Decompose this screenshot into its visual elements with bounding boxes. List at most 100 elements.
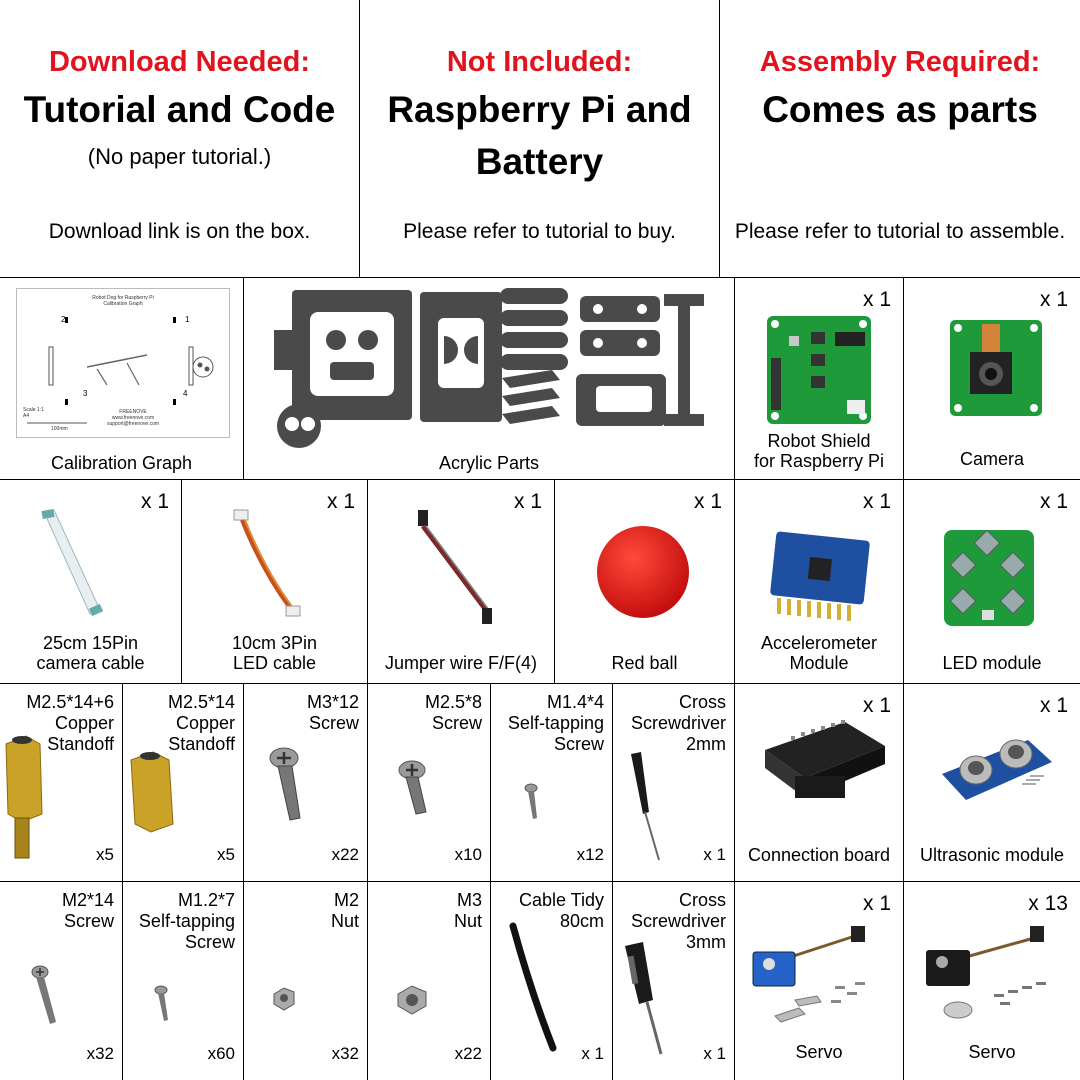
label-line3: 3mm	[686, 932, 726, 952]
banner-title-line1: Raspberry Pi and	[387, 89, 692, 130]
part-label: M1.2*7 Self-tapping Screw	[139, 890, 235, 953]
caption: Jumper wire F/F(4)	[384, 653, 537, 673]
cell-ultrasonic: x 1 Ultrasonic module	[904, 684, 1080, 882]
banner-heading: Assembly Required:	[759, 46, 1041, 78]
part-label: M1.4*4 Self-tapping Screw	[508, 692, 604, 755]
cell-screw-m3-12: M3*12 Screw x22	[244, 684, 368, 882]
quantity: x 1	[1039, 490, 1068, 513]
mark-3: 3	[83, 389, 88, 398]
banner-title: Comes as parts	[762, 89, 1038, 130]
label-line1: Cross	[678, 692, 726, 712]
label-line3: Standoff	[47, 734, 114, 754]
quantity: x 1	[513, 490, 542, 513]
screwdriver-icon	[625, 942, 663, 1055]
caption: Red ball	[611, 653, 678, 673]
screw-icon	[398, 760, 427, 815]
label-line3: Screw	[184, 932, 235, 952]
caption: LED module	[942, 653, 1042, 673]
caption: 10cm 3Pin LED cable	[182, 633, 367, 673]
caption-line1: 25cm 15Pin	[42, 633, 139, 653]
cable-tidy-icon	[509, 922, 557, 1052]
label-line1: M3*12	[306, 692, 359, 712]
count: x5	[96, 845, 114, 864]
label-line3: Standoff	[168, 734, 235, 754]
part-label: M2.5*14+6 Copper Standoff	[26, 692, 114, 755]
screw-icon	[269, 747, 301, 821]
label-line3: 2mm	[686, 734, 726, 754]
cell-screw-m12-7: M1.2*7 Self-tapping Screw x60	[123, 882, 244, 1080]
mark-1: 1	[185, 315, 190, 324]
cell-camera: x 1 Camera	[904, 278, 1080, 480]
label-line1: M2.5*8	[424, 692, 482, 712]
servo-icon	[926, 926, 1046, 1019]
count: x60	[207, 1044, 235, 1063]
banner-footer: Please refer to tutorial to assemble.	[734, 220, 1066, 243]
label-line2: Nut	[453, 911, 482, 931]
quantity: x 1	[326, 490, 355, 513]
part-label: Cable Tidy 80cm	[519, 890, 604, 932]
acrylic-parts-icon	[274, 288, 704, 448]
count: x 1	[703, 1044, 726, 1063]
quantity: x 1	[862, 288, 891, 311]
cell-led-module: x 1 LED module	[904, 480, 1080, 684]
banner-footer: Please refer to tutorial to buy.	[403, 220, 676, 243]
accelerometer-module-icon	[770, 531, 870, 621]
caption: Robot Shield for Raspberry Pi	[735, 431, 903, 471]
brand-label: FREENOVE	[119, 409, 147, 415]
cell-jumper-wire: x 1 Jumper wire F/F(4)	[368, 480, 555, 684]
nut-icon	[273, 987, 295, 1011]
count: x22	[454, 1044, 482, 1063]
part-label: M3 Nut	[454, 890, 482, 932]
count: x 1	[703, 845, 726, 864]
label-line1: M2.5*14+6	[26, 692, 114, 712]
small-screw-icon	[154, 985, 168, 1021]
label-line2: Self-tapping	[507, 713, 604, 733]
cell-screwdriver-3mm: Cross Screwdriver 3mm x 1	[613, 882, 735, 1080]
cell-screw-m2-14: M2*14 Screw x32	[0, 882, 123, 1080]
banner-assembly: Assembly Required: Comes as parts Please…	[720, 0, 1080, 278]
cell-servo-blue: x 1 Servo	[735, 882, 904, 1080]
part-label: M2.5*14 Copper Standoff	[168, 692, 235, 755]
label-line1: Cross	[678, 890, 726, 910]
caption-line2: LED cable	[232, 653, 317, 673]
ribbon-cable-icon	[41, 509, 104, 617]
caption-line1: 10cm 3Pin	[231, 633, 318, 653]
calibration-drawing-icon	[27, 317, 214, 424]
count: x 1	[581, 1044, 604, 1063]
caption-line1: Accelerometer	[760, 633, 878, 653]
paper-label: A4	[23, 413, 30, 419]
doc-title: Robot Dog for Raspberry Pi	[92, 295, 154, 301]
screw-icon	[31, 965, 56, 1024]
count: x10	[454, 845, 482, 864]
label-line2: Screw	[431, 713, 482, 733]
label-line1: Cable Tidy	[518, 890, 604, 910]
caption: Connection board	[747, 845, 891, 865]
ultrasonic-module-icon	[942, 739, 1052, 800]
caption: Accelerometer Module	[735, 633, 903, 673]
caption: 25cm 15Pin camera cable	[0, 633, 181, 673]
mark-2: 2	[61, 315, 66, 324]
small-screw-icon	[524, 783, 538, 819]
banner-not-included: Not Included: Raspberry Pi and Battery P…	[360, 0, 720, 278]
camera-module-icon	[950, 320, 1042, 416]
caption: Ultrasonic module	[919, 845, 1065, 865]
cell-camera-cable: x 1 25cm 15Pin camera cable	[0, 480, 182, 684]
label-line2: Screwdriver	[630, 911, 726, 931]
caption: Servo	[795, 1042, 843, 1062]
mark-4: 4	[183, 389, 188, 398]
cell-nut-m2: M2 Nut x32	[244, 882, 368, 1080]
label-line2: Copper	[175, 713, 235, 733]
label-line2: Copper	[54, 713, 114, 733]
doc-subtitle: Calibration Graph	[103, 301, 143, 307]
cell-robot-shield: x 1 Robot Shield for Raspberry Pi	[735, 278, 904, 480]
brass-standoff-icon	[5, 735, 43, 859]
banner-heading: Download Needed:	[48, 46, 310, 78]
banner-title-line2: Battery	[475, 141, 604, 182]
servo-icon	[752, 926, 865, 1023]
label-line1: M2	[333, 890, 359, 910]
caption-line2: Module	[789, 653, 849, 673]
banner-download: Download Needed: Tutorial and Code (No p…	[0, 0, 360, 278]
calibration-sheet-image: Robot Dog for Raspberry Pi Calibration G…	[16, 288, 230, 438]
cell-accelerometer: x 1 Accelerometer Module	[735, 480, 904, 684]
caption: Calibration Graph	[50, 453, 193, 473]
